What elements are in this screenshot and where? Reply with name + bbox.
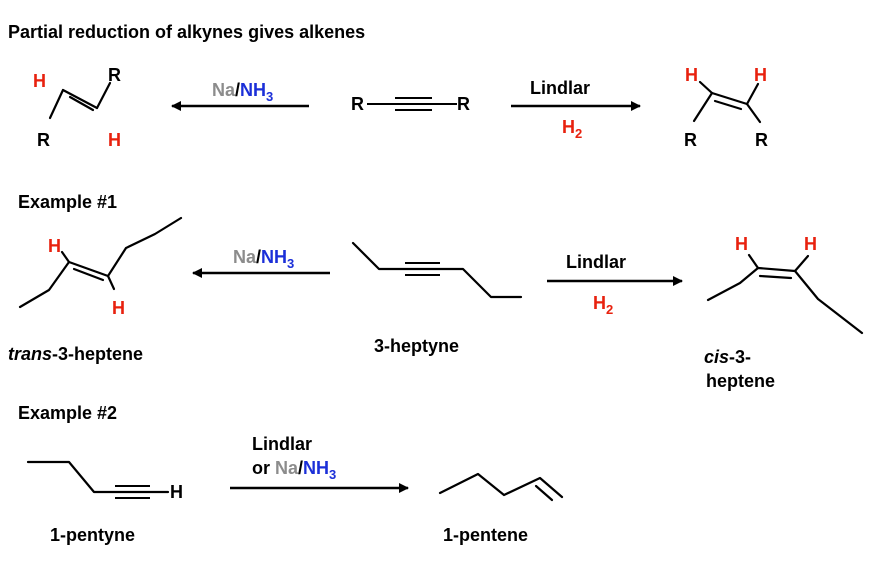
hydrogen-label: H bbox=[735, 234, 748, 254]
reagent-lindlar: Lindlar bbox=[252, 434, 312, 454]
r-group-label: R bbox=[37, 130, 50, 150]
carbon-chain bbox=[438, 472, 564, 499]
bond bbox=[48, 88, 65, 120]
reagent-h2: H2 bbox=[562, 117, 582, 141]
r-group-label: R bbox=[755, 130, 768, 150]
bond bbox=[60, 250, 71, 264]
3-heptyne-name: 3-heptyne bbox=[374, 336, 459, 356]
1-pentene-structure bbox=[438, 472, 564, 502]
cis-3-heptene-name-line2: heptene bbox=[706, 371, 775, 391]
bond bbox=[61, 88, 99, 110]
bond bbox=[95, 81, 112, 110]
r-group-label: R bbox=[457, 94, 470, 114]
bond bbox=[713, 99, 743, 111]
carbon-chain bbox=[18, 216, 183, 309]
reagent-na-nh3: Na/NH3 bbox=[212, 80, 273, 104]
hydrogen-label: H bbox=[685, 65, 698, 85]
3-heptyne-structure bbox=[351, 241, 523, 299]
cis-3-heptene-structure: H H bbox=[706, 234, 864, 335]
example-1-heading: Example #1 bbox=[18, 192, 117, 212]
double-bond bbox=[534, 484, 554, 502]
r-group-label: R bbox=[684, 130, 697, 150]
carbon-chain bbox=[706, 266, 864, 335]
hydrogen-label: H bbox=[48, 236, 61, 256]
cis-3-heptene-name: cis-3- bbox=[704, 347, 751, 367]
r-group-label: R bbox=[351, 94, 364, 114]
reagent-h2: H2 bbox=[593, 293, 613, 317]
hydrogen-label: H bbox=[33, 71, 46, 91]
bond bbox=[745, 102, 762, 124]
bond bbox=[747, 253, 760, 270]
bond bbox=[793, 254, 810, 273]
page-title: Partial reduction of alkynes gives alken… bbox=[8, 22, 365, 42]
hydrogen-label: H bbox=[754, 65, 767, 85]
bond bbox=[698, 80, 714, 95]
trans-3-heptene-name: trans-3-heptene bbox=[8, 344, 143, 364]
trans-3-heptene-structure: H H bbox=[18, 216, 183, 318]
reagent-or-na-nh3: or Na/NH3 bbox=[252, 458, 336, 482]
r-group-label: R bbox=[108, 65, 121, 85]
example-2-heading: Example #2 bbox=[18, 403, 117, 423]
reagent-lindlar: Lindlar bbox=[566, 252, 626, 272]
bond bbox=[710, 91, 749, 106]
bond bbox=[106, 274, 116, 291]
alkyne-general: R R bbox=[351, 94, 470, 114]
hydrogen-label: H bbox=[112, 298, 125, 318]
reagent-lindlar: Lindlar bbox=[530, 78, 590, 98]
carbon-chain bbox=[26, 460, 170, 494]
hydrogen-label: H bbox=[170, 482, 183, 502]
carbon-chain bbox=[351, 241, 523, 299]
bond bbox=[692, 91, 714, 123]
1-pentyne-structure: H bbox=[26, 460, 183, 502]
hydrogen-label: H bbox=[804, 234, 817, 254]
hydrogen-label: H bbox=[108, 130, 121, 150]
reagent-na-nh3: Na/NH3 bbox=[233, 247, 294, 271]
1-pentyne-name: 1-pentyne bbox=[50, 525, 135, 545]
cis-alkene-general: H H R R bbox=[684, 65, 768, 150]
bond bbox=[745, 82, 760, 106]
bond bbox=[68, 95, 95, 112]
1-pentene-name: 1-pentene bbox=[443, 525, 528, 545]
double-bond bbox=[758, 274, 793, 280]
trans-alkene-general: H R R H bbox=[33, 65, 121, 150]
double-bond bbox=[72, 267, 105, 282]
